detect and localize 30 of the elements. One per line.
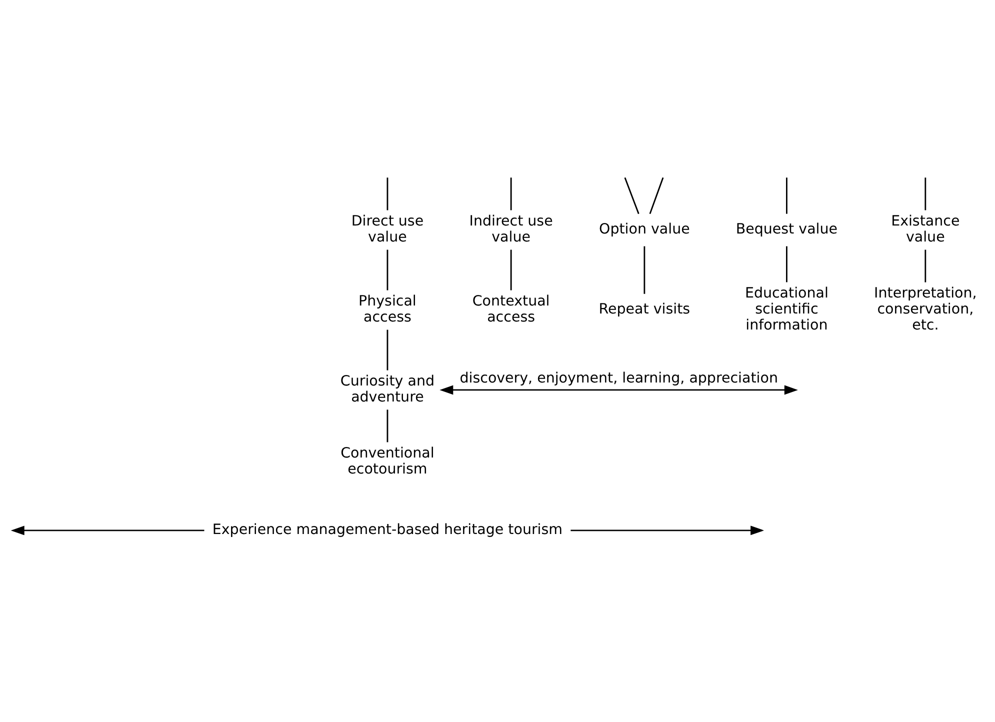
- node-text: Contextual access: [472, 292, 550, 325]
- arrow: [570, 525, 764, 535]
- arrow: [440, 384, 798, 394]
- connector: [510, 249, 512, 290]
- node-text: Indirect use value: [469, 212, 553, 245]
- node-text: Conventional ecotourism: [340, 444, 434, 477]
- node-text: Physical access: [358, 292, 416, 325]
- node-text: Repeat visits: [598, 300, 690, 317]
- connector: [386, 249, 388, 290]
- connector: [786, 246, 788, 282]
- connector: [786, 177, 788, 214]
- connector: [924, 249, 926, 282]
- connector: [386, 329, 388, 370]
- node-text: Option value: [599, 220, 690, 237]
- edge-label: discovery, enjoyment, learning, appreciation: [460, 370, 778, 386]
- arrow: [10, 525, 204, 535]
- node-text: Educational scientific information: [744, 284, 828, 333]
- node-text: Existance value: [891, 212, 960, 245]
- node-text: Curiosity and adventure: [340, 372, 434, 405]
- connector: [624, 176, 640, 214]
- node-text: Experience management-based heritage tourism: [212, 521, 563, 538]
- connector: [924, 177, 926, 210]
- connector: [649, 176, 664, 214]
- node-text: Bequest value: [736, 220, 838, 237]
- node-text: Interpretation, conservation, etc.: [874, 284, 977, 333]
- connector: [644, 246, 646, 294]
- node-text: Direct use value: [351, 212, 424, 245]
- connector: [510, 177, 512, 210]
- connector: [386, 177, 388, 210]
- connector: [386, 409, 388, 442]
